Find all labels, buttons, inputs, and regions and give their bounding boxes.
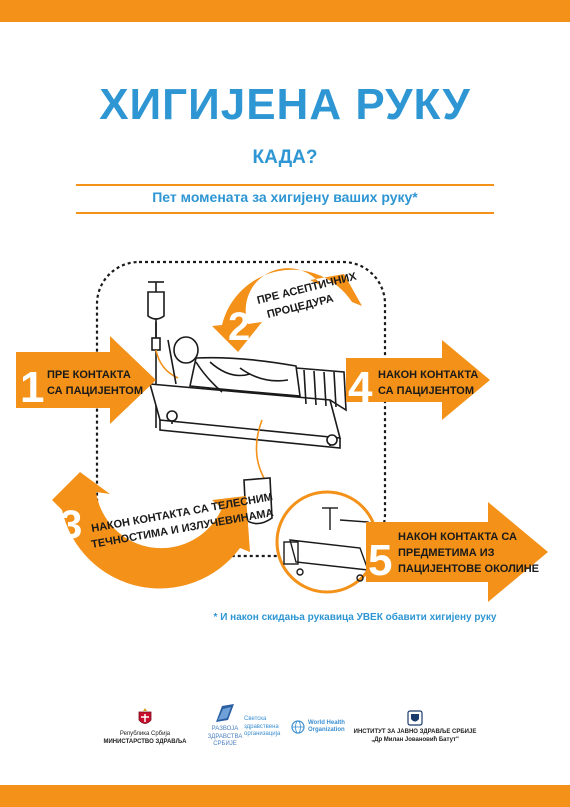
institute-emblem-icon (407, 710, 423, 726)
tagline-rule-bottom (76, 212, 494, 214)
who-logo-line2: World Health Organization (308, 719, 345, 734)
moment-4-line1: НАКОН КОНТАКТА (378, 369, 478, 381)
institute-logo-line2: „Др Милан Јовановић Батут" (371, 736, 459, 743)
ministry-logo-line1: Република Србија (119, 731, 171, 737)
moment-3-number: 3 (60, 503, 82, 547)
moment-1-line1: ПРЕ КОНТАКТА (47, 369, 131, 381)
moment-1-number: 1 (20, 363, 44, 412)
moment-1-arrow: 1 ПРЕ КОНТАКТА СА ПАЦИЈЕНТОМ (16, 336, 156, 424)
health-development-emblem-icon (216, 704, 234, 722)
patient-surroundings-inset (275, 490, 379, 594)
institute-logo-line1: ИНСТИТУТ ЗА ЈАВНО ЗДРАВЉЕ СРБИЈЕ (353, 729, 477, 735)
serbia-coat-of-arms-icon (138, 708, 152, 724)
moment-1-line2: СА ПАЦИЈЕНТОМ (47, 385, 143, 397)
ministry-logo: Република Србија МИНИСТАРСТВО ЗДРАВЉА (100, 708, 190, 746)
health-development-line1: РАЗВОЈА (211, 726, 239, 732)
moment-3-arrow: 3 НАКОН КОНТАКТА СА ТЕЛЕСНИМ ТЕЧНОСТИМА … (52, 472, 274, 589)
who-globe-icon (291, 720, 305, 734)
gloves-footnote: * И након скидања рукавица УВЕК обавити … (213, 612, 497, 623)
institute-logo: ИНСТИТУТ ЗА ЈАВНО ЗДРАВЉЕ СРБИЈЕ „Др Мил… (350, 710, 480, 744)
moment-4-line2: СА ПАЦИЈЕНТОМ (378, 385, 474, 397)
bottom-orange-bar (0, 785, 570, 807)
who-logo-line1: Светска здравствена организација (244, 716, 281, 737)
patient-zone-outline (95, 260, 387, 558)
moment-4-arrow: 4 НАКОН КОНТАКТА СА ПАЦИЈЕНТОМ (346, 340, 490, 420)
moment-4-number: 4 (348, 363, 373, 412)
moment-5-arrow: 5 НАКОН КОНТАКТА СА ПРЕДМЕТИМА ИЗ ПАЦИЈЕ… (366, 502, 548, 602)
health-development-line3: СРБИЈЕ (213, 741, 237, 747)
moment-5-line3: ПАЦИЈЕНТОВЕ ОКОЛИНЕ (398, 563, 539, 575)
tagline-rule-top (76, 184, 494, 186)
moment-5-number: 5 (368, 536, 392, 585)
health-development-line2: ЗДРАВСТВА (207, 733, 243, 740)
tagline: Пет момената за хигијену ваших руку* (152, 189, 418, 205)
moment-2-number: 2 (228, 305, 250, 349)
page-title: ХИГИЈЕНА РУКУ (99, 80, 471, 129)
ministry-logo-line2: МИНИСТАРСТВО ЗДРАВЉА (103, 738, 187, 745)
page-subtitle: КАДА? (252, 147, 318, 168)
moment-2-arrow: 2 ПРЕ АСЕПТИЧНИХ ПРОЦЕДУРА (212, 268, 362, 352)
who-logo: Светска здравствена организација World H… (244, 716, 354, 739)
moment-5-line1: НАКОН КОНТАКТА СА (398, 531, 517, 543)
hospital-bed-illustration (147, 281, 347, 479)
health-development-logo: РАЗВОЈА ЗДРАВСТВА СРБИЈЕ (190, 702, 260, 749)
moment-5-line2: ПРЕДМЕТИМА ИЗ (398, 547, 495, 559)
top-orange-bar (0, 0, 570, 22)
